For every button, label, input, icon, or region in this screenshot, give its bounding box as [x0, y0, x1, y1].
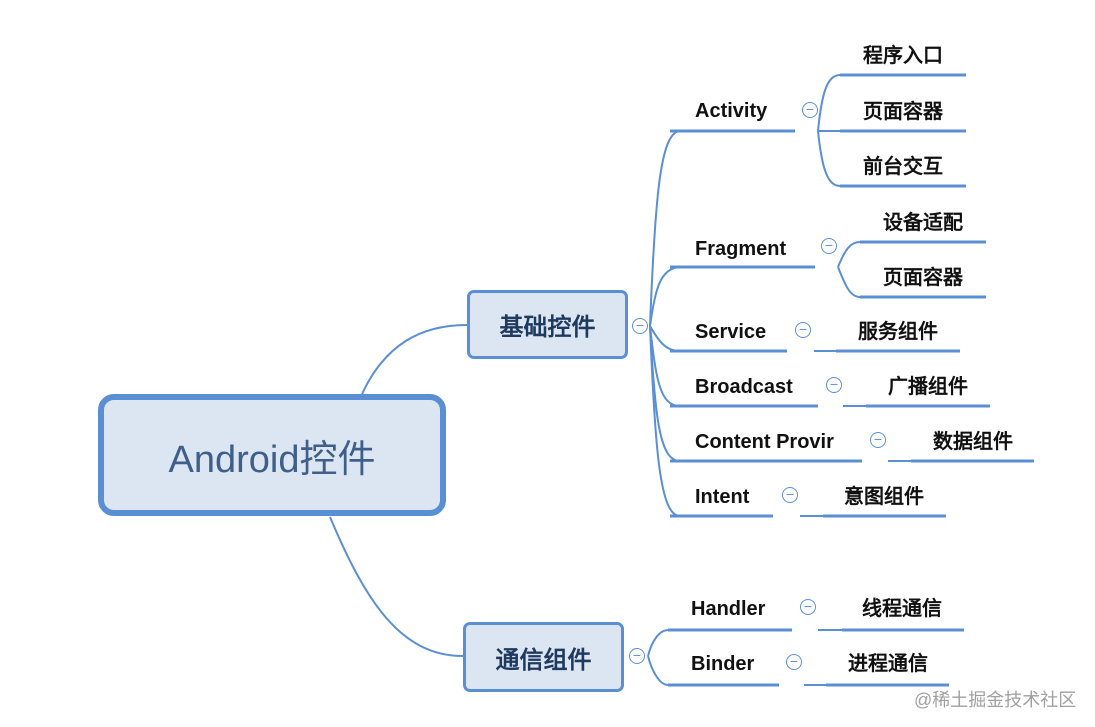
leaf-thread-communication[interactable]: 线程通信 [862, 598, 942, 620]
topic-intent[interactable]: Intent [695, 486, 750, 508]
link-base-intent [649, 325, 681, 517]
link-base-activity [649, 130, 681, 327]
leaf-process-communication[interactable]: 进程通信 [848, 653, 928, 675]
leaf-device-adaptation[interactable]: 设备适配 [883, 212, 963, 234]
collapse-icon[interactable]: − [800, 599, 816, 615]
collapse-icon[interactable]: − [826, 377, 842, 393]
leaf-intent-component[interactable]: 意图组件 [844, 486, 924, 508]
link-comm-handler [647, 629, 669, 657]
leaf-program-entry[interactable]: 程序入口 [863, 45, 943, 67]
collapse-icon[interactable]: − [870, 432, 886, 448]
topic-content-provider[interactable]: Content Provir [695, 431, 834, 453]
group-label: 通信组件 [495, 646, 592, 674]
collapse-icon[interactable]: − [782, 487, 798, 503]
link-fragment-leaf-1 [837, 241, 861, 268]
link-base-service [649, 325, 681, 352]
link-root-comm [329, 516, 464, 657]
collapse-icon[interactable]: − [629, 648, 645, 664]
link-comm-binder [647, 655, 669, 686]
link-base-fragment [649, 266, 681, 327]
leaf-service-component[interactable]: 服务组件 [858, 321, 938, 343]
topic-broadcast[interactable]: Broadcast [695, 376, 793, 398]
collapse-icon[interactable]: − [802, 102, 818, 118]
leaf-page-container[interactable]: 页面容器 [863, 101, 943, 123]
collapse-icon[interactable]: − [821, 238, 837, 254]
link-root-base [361, 324, 468, 395]
collapse-icon[interactable]: − [632, 318, 648, 334]
topic-binder[interactable]: Binder [691, 653, 755, 675]
leaf-foreground-interaction[interactable]: 前台交互 [863, 156, 943, 178]
topic-fragment[interactable]: Fragment [695, 238, 787, 260]
group-node-basic-controls[interactable]: 基础控件 [467, 290, 628, 359]
link-activity-leaf-3 [817, 130, 841, 187]
link-fragment-leaf-2 [837, 266, 861, 298]
collapse-icon[interactable]: − [795, 322, 811, 338]
leaf-data-component[interactable]: 数据组件 [933, 431, 1013, 453]
group-node-communication[interactable]: 通信组件 [463, 622, 624, 692]
topic-service[interactable]: Service [695, 321, 767, 343]
group-label: 基础控件 [499, 314, 596, 341]
leaf-broadcast-component[interactable]: 广播组件 [888, 376, 968, 398]
collapse-icon[interactable]: − [786, 654, 802, 670]
leaf-page-container[interactable]: 页面容器 [883, 267, 963, 289]
watermark: @稀土掘金技术社区 [914, 690, 1077, 710]
topic-activity[interactable]: Activity [695, 100, 768, 122]
topic-handler[interactable]: Handler [691, 598, 766, 620]
root-node[interactable]: Android控件 [98, 394, 446, 516]
root-label: Android控件 [168, 438, 376, 481]
link-activity-leaf-1 [817, 74, 841, 132]
